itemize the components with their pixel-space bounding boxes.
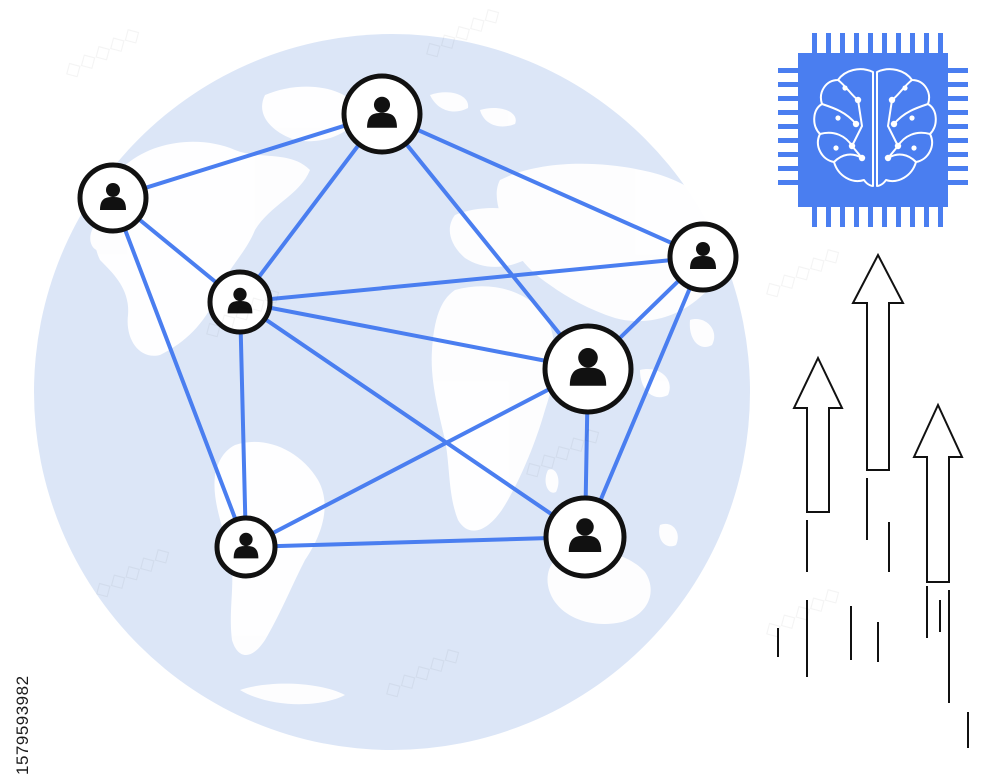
network-link [111, 112, 384, 200]
person-node [341, 73, 423, 155]
network-link [238, 300, 587, 539]
network-link [111, 196, 248, 549]
person-node [214, 515, 278, 579]
up-arrow-icon [792, 355, 844, 513]
person-node [207, 269, 273, 335]
person-node [77, 162, 149, 234]
person-node [667, 221, 739, 293]
network-link [238, 300, 248, 549]
speed-lines [777, 478, 969, 748]
network-link [380, 112, 590, 371]
network-link [244, 367, 590, 549]
ai-brain-chip-icon [778, 33, 968, 227]
network-link [380, 112, 705, 259]
network-link [583, 255, 705, 539]
person-node [543, 495, 627, 579]
growth-arrows [792, 252, 964, 583]
person-node [542, 323, 634, 415]
up-arrow-icon [851, 252, 905, 471]
network-link [244, 535, 587, 549]
network-nodes [77, 73, 739, 579]
stock-id-label: 1579593982 [13, 675, 32, 775]
network-link [238, 300, 590, 371]
network-link [238, 255, 705, 304]
up-arrow-icon [912, 402, 964, 583]
